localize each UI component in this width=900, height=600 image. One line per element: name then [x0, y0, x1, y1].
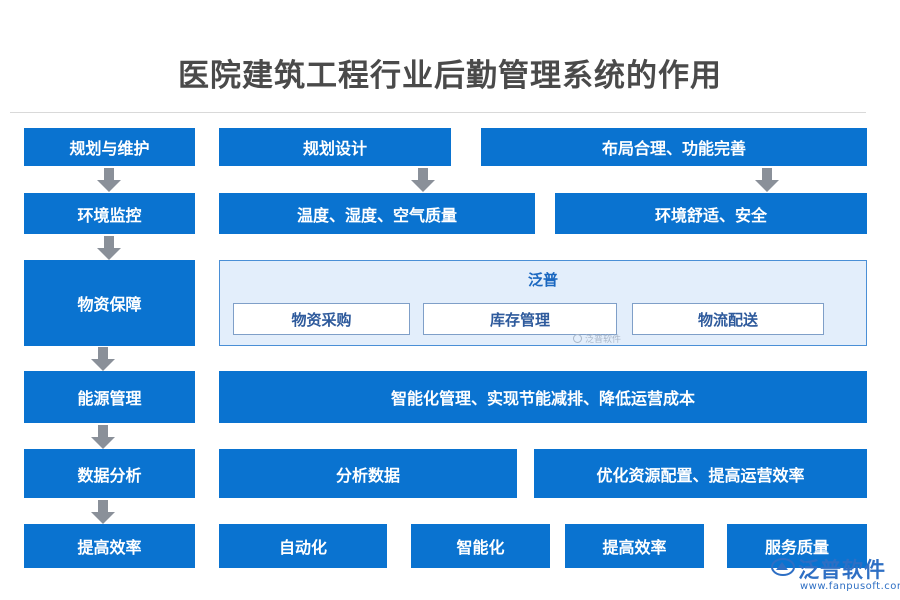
box-temperature-humidity-air: 温度、湿度、空气质量	[219, 193, 535, 234]
arrow-down-icon	[91, 425, 115, 449]
brand-url: www.fanpusoft.com	[800, 581, 900, 592]
left-box-improve-efficiency: 提高效率	[24, 524, 195, 568]
panel-watermark: 泛普软件	[573, 332, 621, 345]
left-box-environment-monitoring: 环境监控	[24, 193, 195, 234]
box-layout-function: 布局合理、功能完善	[481, 128, 867, 166]
subbox-inventory: 库存管理	[423, 303, 617, 335]
title-divider	[10, 112, 866, 113]
arrow-down-icon	[755, 168, 779, 192]
material-panel: 泛普 物资采购 库存管理 物流配送 泛普软件	[219, 260, 867, 346]
arrow-down-icon	[91, 347, 115, 371]
panel-title: 泛普	[527, 271, 558, 289]
brand-watermark: 泛普软件 www.fanpusoft.com	[770, 554, 900, 598]
box-comfort-safety: 环境舒适、安全	[555, 193, 867, 234]
box-analyze-data: 分析数据	[219, 449, 517, 498]
arrow-down-icon	[411, 168, 435, 192]
left-box-material-supply: 物资保障	[24, 260, 195, 346]
subbox-procurement: 物资采购	[233, 303, 410, 335]
fanpu-logo-icon	[770, 556, 796, 578]
watermark-logo-icon	[573, 334, 582, 343]
left-box-planning-maintenance: 规划与维护	[24, 128, 195, 166]
box-planning-design: 规划设计	[219, 128, 451, 166]
box-efficiency: 提高效率	[565, 524, 704, 568]
box-intelligent: 智能化	[411, 524, 550, 568]
box-smart-energy: 智能化管理、实现节能减排、降低运营成本	[219, 371, 867, 423]
brand-name: 泛普软件	[798, 558, 886, 582]
left-box-data-analysis: 数据分析	[24, 449, 195, 498]
box-service-quality: 服务质量	[727, 524, 867, 568]
panel-watermark-text: 泛普软件	[585, 335, 622, 345]
arrow-down-icon	[97, 236, 121, 260]
arrow-down-icon	[97, 168, 121, 192]
page-title: 医院建筑工程行业后勤管理系统的作用	[178, 58, 722, 94]
box-optimize-resources: 优化资源配置、提高运营效率	[534, 449, 867, 498]
left-box-energy-management: 能源管理	[24, 371, 195, 423]
subbox-logistics: 物流配送	[632, 303, 824, 335]
box-automation: 自动化	[219, 524, 387, 568]
arrow-down-icon	[91, 500, 115, 524]
